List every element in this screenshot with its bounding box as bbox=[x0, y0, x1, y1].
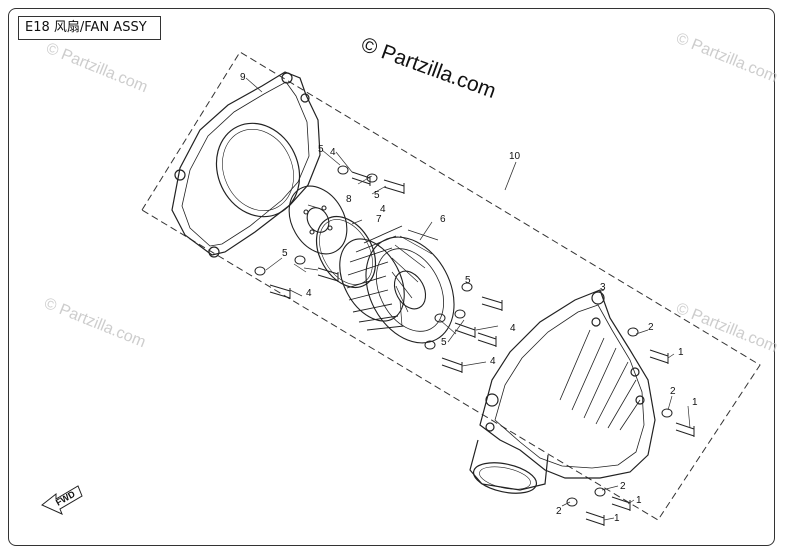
callout-4a: 4 bbox=[330, 147, 336, 158]
callout-2d: 2 bbox=[556, 506, 562, 517]
callout-5b: 5 bbox=[374, 190, 380, 201]
callout-4c: 4 bbox=[306, 288, 312, 299]
fwd-label: FWD bbox=[54, 489, 77, 508]
fan-shroud-3 bbox=[469, 289, 656, 494]
callout-1c: 1 bbox=[636, 495, 642, 506]
gasket-cover-9 bbox=[171, 71, 321, 258]
leader-lines bbox=[245, 77, 691, 521]
callout-1a: 1 bbox=[678, 347, 684, 358]
callout-2b: 2 bbox=[670, 386, 676, 397]
callout-7: 7 bbox=[376, 214, 382, 225]
fasteners bbox=[254, 165, 695, 526]
drawing-frame bbox=[8, 8, 775, 546]
leader-10 bbox=[504, 161, 517, 191]
callout-5c: 5 bbox=[282, 248, 288, 259]
o-ring-7 bbox=[315, 216, 377, 288]
callout-1b: 1 bbox=[692, 397, 698, 408]
callout-6: 6 bbox=[440, 214, 446, 225]
callout-4d: 4 bbox=[510, 323, 516, 334]
plate-8 bbox=[288, 185, 348, 255]
callout-4b: 4 bbox=[380, 204, 386, 215]
fan-6 bbox=[339, 225, 455, 344]
callout-9: 9 bbox=[240, 72, 246, 83]
callout-8: 8 bbox=[346, 194, 352, 205]
fwd-arrow-icon: FWD bbox=[41, 485, 83, 515]
callout-1d: 1 bbox=[614, 513, 620, 524]
callout-5a: 5 bbox=[318, 144, 324, 155]
callout-2a: 2 bbox=[648, 322, 654, 333]
callout-10: 10 bbox=[509, 151, 521, 162]
assembly-outline bbox=[141, 51, 761, 521]
page-title: E18 风扇/FAN ASSY bbox=[18, 16, 161, 40]
callout-5d: 5 bbox=[465, 275, 471, 286]
callout-5e: 5 bbox=[441, 337, 447, 348]
callout-2c: 2 bbox=[620, 481, 626, 492]
callout-labels: 9 5 4 5 4 8 7 6 10 5 4 5 4 5 4 3 2 1 2 1… bbox=[240, 72, 698, 524]
callout-3: 3 bbox=[600, 282, 606, 293]
callout-4e: 4 bbox=[490, 356, 496, 367]
